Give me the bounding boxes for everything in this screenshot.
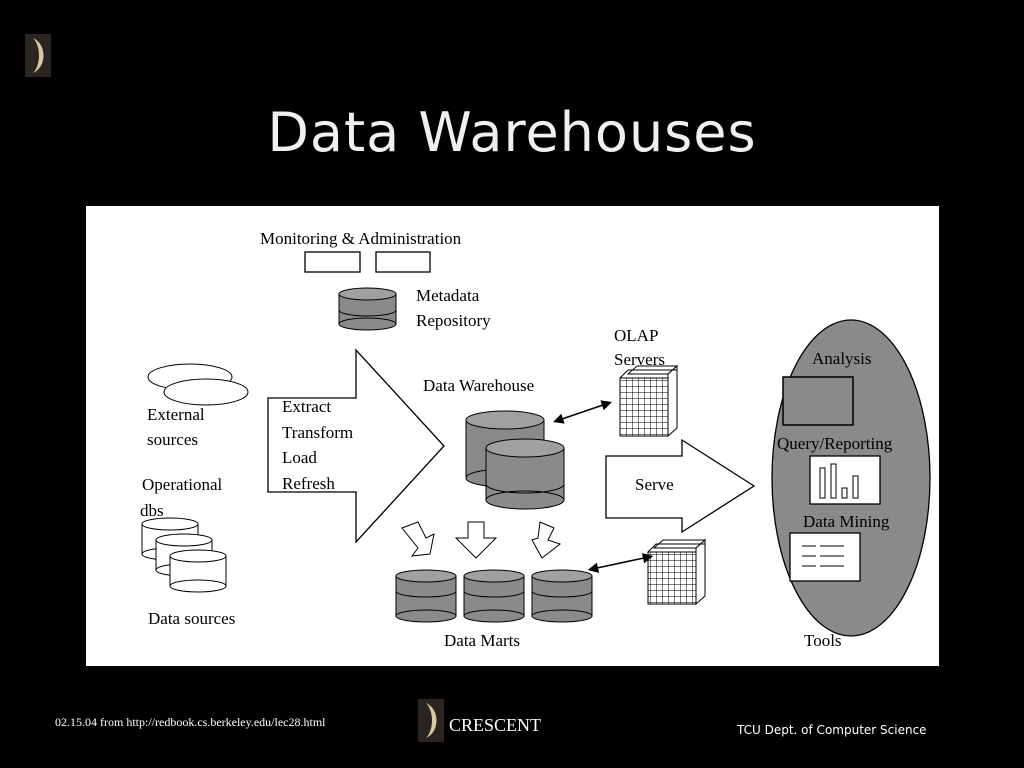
down-arrow-center-icon [454,521,498,559]
crescent-logo-icon [25,34,51,77]
data-mining-document-icon [789,532,861,582]
external-sources-icon [147,363,249,406]
olap-label-2: Servers [614,350,665,369]
etl-step-refresh: Refresh [282,474,335,493]
monitoring-box-2 [375,251,431,273]
analysis-screen-icon [782,376,854,426]
footer-department: TCU Dept. of Computer Science [737,723,927,737]
tools-label: Tools [804,631,842,650]
operational-label-2: dbs [140,501,164,520]
metadata-label-2: Repository [416,311,491,330]
external-label-2: sources [147,430,198,449]
crescent-footer-logo-icon [418,699,444,742]
serve-arrow [605,438,756,534]
marts-olap-arrow [587,553,654,573]
down-arrow-right-icon [531,521,562,559]
data-mart-cylinders-icon [395,569,593,623]
metadata-label-1: Metadata [416,286,480,305]
operational-label-1: Operational [142,475,223,494]
olap-label-1: OLAP [614,326,658,345]
etl-arrow [267,348,445,544]
down-arrow-left-icon [401,521,435,557]
monitoring-label: Monitoring & Administration [260,229,462,248]
data-warehouse-diagram: Monitoring & Administration Metadata Rep… [140,229,931,650]
diagram-panel: Monitoring & Administration Metadata Rep… [86,206,939,666]
warehouse-olap-arrow [553,400,612,424]
footer-brand: CRESCENT [449,715,542,735]
bar-chart-report-icon [809,455,881,505]
etl-step-transform: Transform [282,423,353,442]
external-label-1: External [147,405,205,424]
data-warehouse-label: Data Warehouse [423,376,534,395]
data-warehouse-cylinders-icon [465,410,565,510]
data-marts-label: Data Marts [444,631,520,650]
serve-label: Serve [635,475,674,494]
olap-server-cube-icon [619,364,679,438]
etl-step-load: Load [282,448,317,467]
tools-item-query-reporting: Query/Reporting [777,434,893,453]
olap-server-cube-2-icon [647,538,707,606]
footer-source-note: 02.15.04 from http://redbook.cs.berkeley… [55,715,326,729]
operational-db-stack-icon [141,517,227,593]
slide-title: Data Warehouses [267,101,757,164]
monitoring-box-1 [304,251,361,273]
data-sources-label: Data sources [148,609,235,628]
etl-step-extract: Extract [282,397,331,416]
tools-item-data-mining: Data Mining [803,512,890,531]
tools-item-analysis: Analysis [812,349,872,368]
down-arrows-to-marts [401,521,562,559]
metadata-repository-icon [338,287,397,331]
